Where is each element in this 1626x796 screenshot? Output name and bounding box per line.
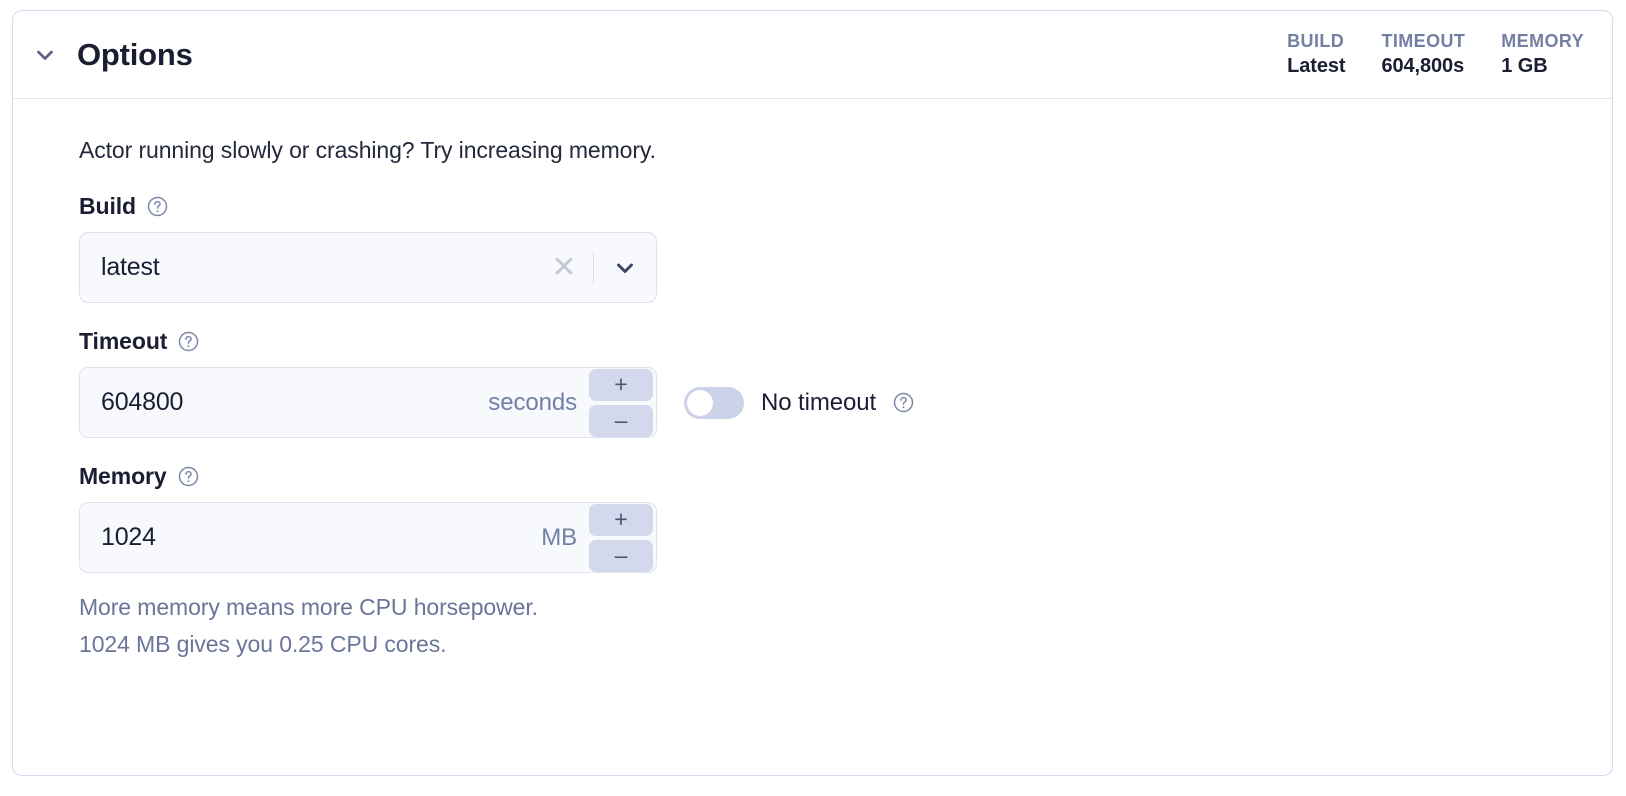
- options-card-header: Options BUILD Latest TIMEOUT 604,800s ME…: [13, 11, 1612, 99]
- stat-memory-label: MEMORY: [1501, 31, 1584, 51]
- build-field-group: Build latest ✕: [79, 193, 1612, 303]
- timeout-field-group: Timeout 604800 seconds + –: [79, 328, 1612, 438]
- no-timeout-toggle-knob: [687, 389, 713, 416]
- memory-label: Memory: [79, 463, 167, 489]
- stat-build-value: Latest: [1287, 55, 1346, 77]
- header-stats: BUILD Latest TIMEOUT 604,800s MEMORY 1 G…: [1287, 31, 1590, 78]
- chevron-down-icon[interactable]: [31, 41, 59, 69]
- memory-field-group: Memory 1024 MB + – More memor: [79, 463, 1612, 664]
- no-timeout-group: No timeout: [684, 386, 914, 419]
- build-label-row: Build: [79, 193, 1612, 220]
- memory-unit-label: MB: [541, 523, 577, 551]
- help-circle-icon[interactable]: [178, 466, 199, 487]
- memory-helper-text: More memory means more CPU horsepower. 1…: [79, 589, 1612, 664]
- build-label: Build: [79, 193, 136, 219]
- stat-build: BUILD Latest: [1287, 31, 1345, 78]
- clear-x-icon[interactable]: ✕: [551, 250, 577, 284]
- memory-stepper: + –: [589, 503, 656, 572]
- stat-build-label: BUILD: [1287, 31, 1345, 51]
- no-timeout-toggle[interactable]: [684, 386, 744, 419]
- memory-helper-line-2: 1024 MB gives you 0.25 CPU cores.: [79, 631, 447, 658]
- help-circle-icon[interactable]: [893, 392, 914, 413]
- no-timeout-label: No timeout: [761, 388, 877, 416]
- options-card: Options BUILD Latest TIMEOUT 604,800s ME…: [12, 10, 1613, 776]
- timeout-unit-label: seconds: [488, 388, 577, 416]
- help-circle-icon[interactable]: [147, 196, 168, 217]
- memory-input-value[interactable]: 1024: [101, 523, 156, 551]
- select-divider: [592, 251, 594, 284]
- timeout-increment-button[interactable]: +: [589, 368, 653, 401]
- timeout-input-value[interactable]: 604800: [101, 388, 184, 416]
- timeout-stepper: + –: [589, 368, 656, 437]
- timeout-row: 604800 seconds + – No timeout: [79, 367, 1612, 438]
- stat-timeout: TIMEOUT 604,800s: [1381, 31, 1465, 78]
- timeout-label: Timeout: [79, 328, 168, 354]
- stat-memory-value: 1 GB: [1501, 55, 1548, 77]
- stat-timeout-label: TIMEOUT: [1381, 31, 1466, 51]
- timeout-input-shell[interactable]: 604800 seconds + –: [79, 367, 657, 438]
- memory-decrement-button[interactable]: –: [589, 539, 653, 572]
- chevron-down-icon[interactable]: [594, 233, 656, 302]
- timeout-label-row: Timeout: [79, 328, 1612, 355]
- memory-increment-button[interactable]: +: [589, 503, 653, 536]
- memory-input-shell[interactable]: 1024 MB + –: [79, 502, 657, 573]
- intro-description: Actor running slowly or crashing? Try in…: [79, 137, 656, 163]
- stat-memory: MEMORY 1 GB: [1501, 31, 1584, 78]
- build-select[interactable]: latest ✕: [79, 232, 657, 303]
- timeout-decrement-button[interactable]: –: [589, 404, 653, 437]
- options-card-body: Actor running slowly or crashing? Try in…: [13, 99, 1612, 664]
- memory-label-row: Memory: [79, 463, 1612, 490]
- page-title: Options: [77, 36, 193, 72]
- memory-helper-line-1: More memory means more CPU horsepower.: [79, 594, 538, 620]
- build-select-value: latest: [101, 253, 160, 281]
- help-circle-icon[interactable]: [178, 331, 199, 352]
- stat-timeout-value: 604,800s: [1381, 55, 1465, 77]
- header-left-group: Options: [31, 37, 193, 73]
